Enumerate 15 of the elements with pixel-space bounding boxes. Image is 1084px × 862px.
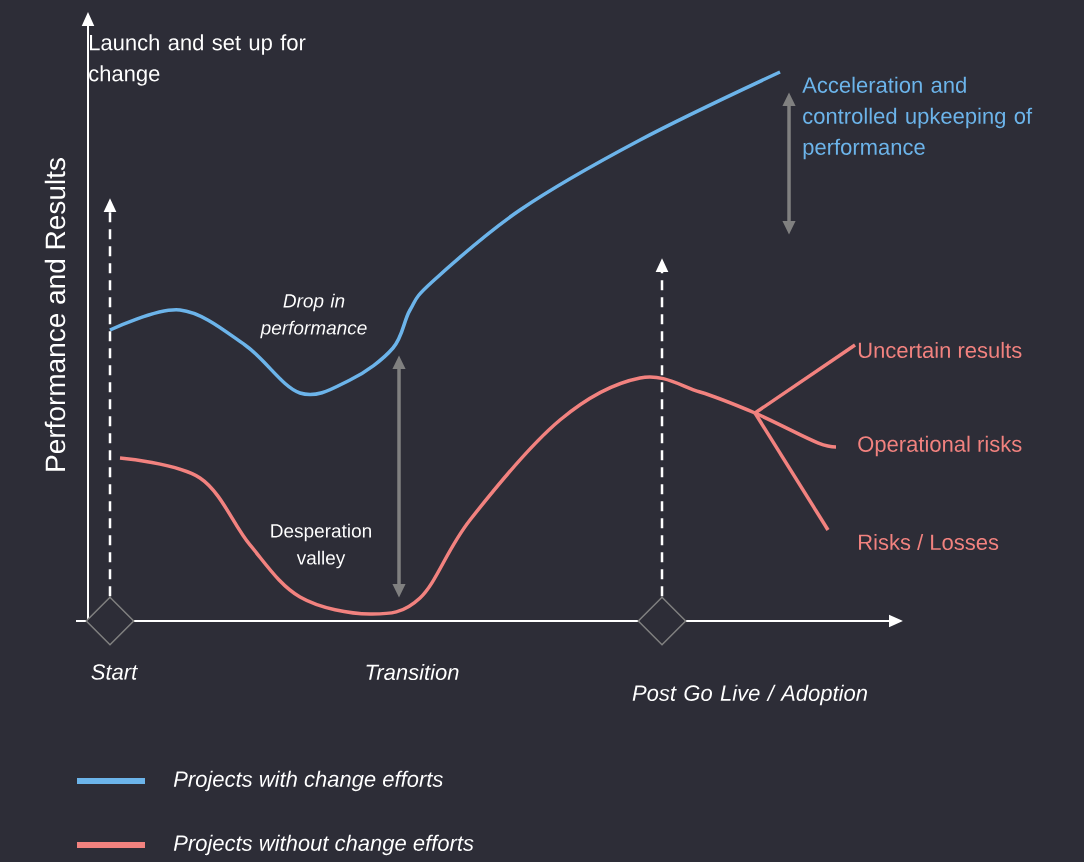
outcome-label: Acceleration and controlled upkeeping of performance: [802, 76, 1033, 160]
outcome-label: Operational risks: [858, 435, 1022, 457]
outcome-label: Risks / Losses: [859, 533, 999, 551]
axis-title: Performance and Results: [44, 158, 66, 471]
legend-text: Projects with change efforts: [173, 770, 443, 792]
stage-label: Launch and set up for change: [89, 34, 306, 86]
milestone-label: Post Go Live / Adoption: [632, 684, 867, 706]
outcome-label: Uncertain results: [858, 341, 1022, 359]
curve-annotation: Drop in performance: [260, 293, 367, 339]
legend-text: Projects without change efforts: [173, 834, 474, 856]
milestone-diamond: [637, 596, 687, 646]
curve-annotation: Desperation valley: [271, 523, 371, 569]
milestone-label: Start: [91, 664, 138, 680]
milestone-diamond: [85, 596, 135, 646]
milestone-label: Transition: [366, 663, 459, 681]
